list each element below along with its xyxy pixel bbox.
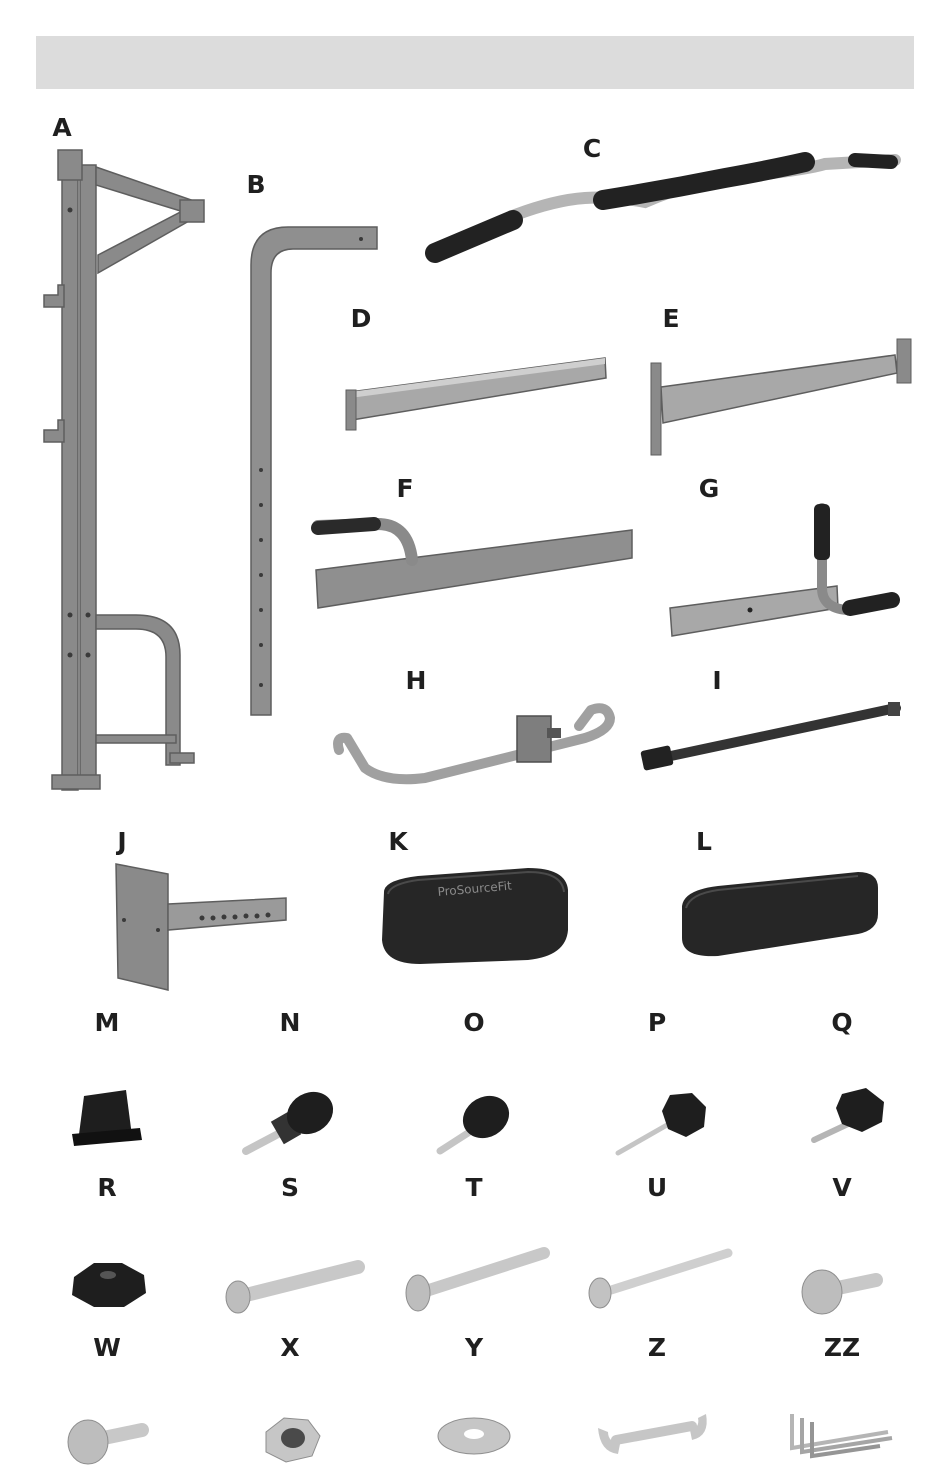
label-y: Y xyxy=(465,1335,483,1360)
pop-pin-knob-icon xyxy=(240,1085,340,1165)
label-w: W xyxy=(93,1335,121,1360)
weight-post-icon xyxy=(638,698,908,778)
carriage-bolt-icon xyxy=(402,1245,552,1325)
main-frame-icon xyxy=(40,145,220,805)
label-q: Q xyxy=(831,1010,852,1035)
thin-bolt-icon xyxy=(584,1245,734,1325)
label-s: S xyxy=(281,1175,299,1200)
label-u: U xyxy=(647,1175,667,1200)
button-screw-icon xyxy=(64,1410,149,1470)
label-zz: ZZ xyxy=(824,1335,860,1360)
bracket-crossbar-icon xyxy=(645,335,920,460)
label-l: L xyxy=(696,829,712,854)
label-t: T xyxy=(465,1175,482,1200)
label-k: K xyxy=(388,829,407,854)
label-j: J xyxy=(117,829,126,854)
lat-bar-icon xyxy=(325,698,625,793)
upright-post-icon xyxy=(243,215,383,720)
label-o: O xyxy=(463,1010,484,1035)
crossbar-icon xyxy=(340,350,615,440)
allen-keys-icon xyxy=(784,1408,899,1468)
label-x: X xyxy=(280,1335,299,1360)
end-cap-icon xyxy=(70,1082,150,1152)
label-h: H xyxy=(406,668,427,693)
seat-pad-icon: ProSourceFit xyxy=(378,860,573,970)
header-bar xyxy=(36,36,914,89)
label-b: B xyxy=(246,172,265,197)
washer-icon xyxy=(434,1412,514,1462)
label-e: E xyxy=(662,306,679,331)
label-m: M xyxy=(95,1010,120,1035)
star-nut-icon xyxy=(64,1255,154,1315)
short-screw-icon xyxy=(798,1262,883,1322)
short-star-knob-icon xyxy=(808,1080,898,1150)
lock-nut-icon xyxy=(256,1410,326,1470)
label-n: N xyxy=(280,1010,301,1035)
leg-extension-icon xyxy=(308,510,638,615)
label-i: I xyxy=(712,668,721,693)
label-v: V xyxy=(832,1175,851,1200)
label-r: R xyxy=(97,1175,116,1200)
wall-plate-bracket-icon xyxy=(110,860,295,995)
back-pad-icon xyxy=(678,866,883,961)
label-f: F xyxy=(396,476,413,501)
spring-knob-icon xyxy=(432,1085,527,1165)
label-z: Z xyxy=(648,1335,666,1360)
curl-bar-icon xyxy=(425,150,905,275)
leg-roller-arm-icon xyxy=(662,498,907,643)
wrench-icon xyxy=(594,1410,714,1465)
label-p: P xyxy=(648,1010,666,1035)
long-star-knob-icon xyxy=(610,1085,715,1165)
label-a: A xyxy=(52,115,71,140)
long-bolt-icon xyxy=(222,1255,367,1325)
